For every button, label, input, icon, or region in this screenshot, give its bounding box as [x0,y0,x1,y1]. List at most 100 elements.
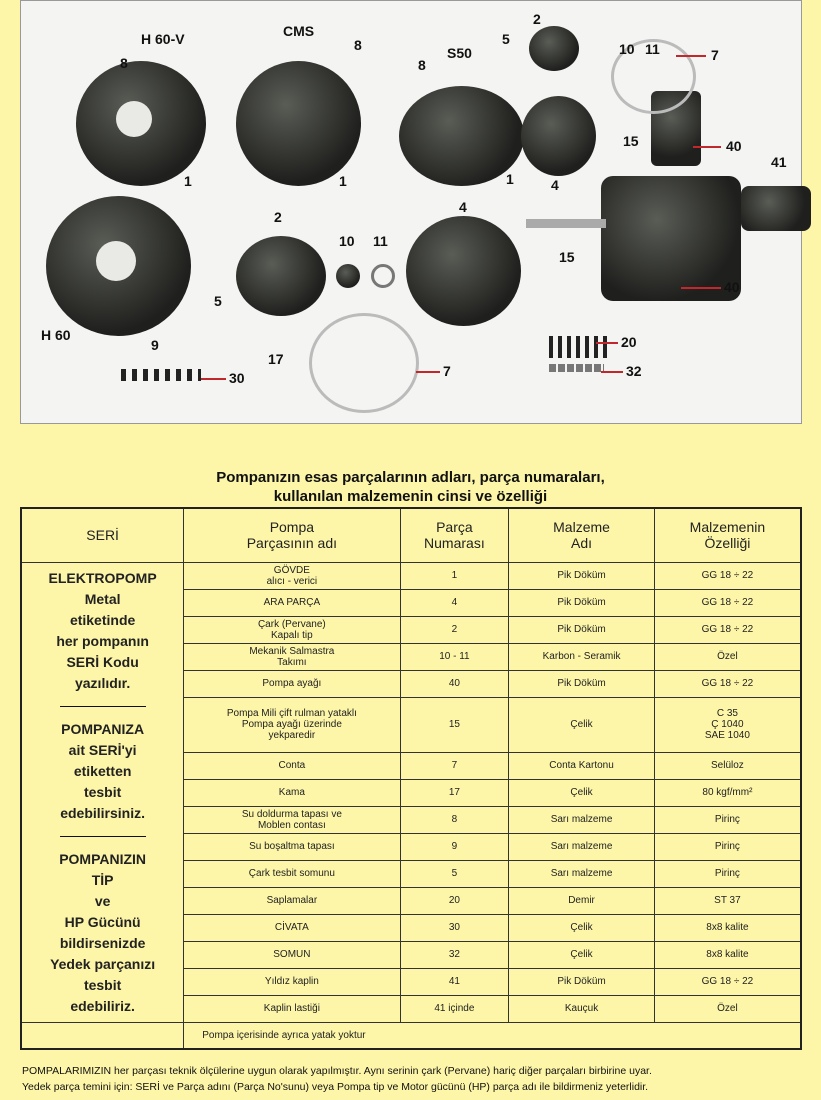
pump-body-s50 [399,86,524,186]
material-name: Conta Kartonu [508,751,655,780]
footer-line-1: POMPALARIMIZIN her parçası teknik ölçüle… [22,1065,652,1077]
seri-text-line: tesbit [83,976,122,993]
part-number-label: 10 [339,233,355,249]
studs [549,336,609,358]
leader-line [601,371,623,373]
material-name: Çelik [508,940,655,969]
material-name: Karbon - Seramik [508,642,655,671]
part-number: 41 [399,967,510,996]
seri-text-line: TİP [91,871,114,888]
part-number-label: 7 [443,363,451,379]
part-number-label: 4 [459,199,467,215]
part-name: Saplamalar [183,886,401,915]
material-spec: C 35 Ç 1040 SAE 1040 [653,696,802,753]
leader-line [416,371,440,373]
empty-cell [20,1021,185,1050]
part-name: Çark tesbit somunu [183,859,401,888]
material-spec: Özel [653,642,802,671]
material-spec: GG 18 ÷ 22 [653,588,802,617]
column-header: Malzemenin Özelliği [653,507,802,563]
leader-line [681,287,721,289]
part-number-label: 1 [506,171,514,187]
column-header: Parça Numarası [399,507,510,563]
gasket-ring [309,313,419,413]
impeller-small [529,26,579,71]
leader-line [693,146,721,148]
part-number-label: 17 [268,351,284,367]
part-number: 15 [399,696,510,753]
seal-ring [336,264,360,288]
part-name: Çark (Pervane) Kapalı tip [183,615,401,644]
material-name: Pik Döküm [508,615,655,644]
seri-text-line: HP Gücünü [64,913,141,930]
part-number: 7 [399,751,510,780]
part-number: 17 [399,778,510,807]
seri-text-line: Metal [84,590,121,607]
part-number: 40 [399,669,510,698]
seri-text-line: edebiliriz. [70,997,135,1014]
material-spec: Selüloz [653,751,802,780]
part-number-label: 8 [418,57,426,73]
divider [59,835,146,837]
material-spec: Pirinç [653,859,802,888]
part-number-label: 40 [726,138,742,154]
material-spec: Pirinç [653,832,802,861]
title-line-1: Pompanızın esas parçalarının adları, par… [216,469,605,486]
material-spec: 80 kgf/mm² [653,778,802,807]
part-number-label: 40 [724,279,740,295]
seri-text-line: Yedek parçanızı [50,955,156,972]
material-spec: Pirinç [653,805,802,834]
column-header: Pompa Parçasının adı [183,507,401,563]
column-header: Malzeme Adı [508,507,655,563]
part-number: 9 [399,832,510,861]
part-number-label: 2 [533,11,541,27]
material-name: Kauçuk [508,994,655,1023]
part-number-label: 32 [626,363,642,379]
part-number: 41 içinde [399,994,510,1023]
footer-notes: POMPALARIMIZIN her parçası teknik ölçüle… [22,1063,652,1095]
part-number: 5 [399,859,510,888]
material-name: Pik Döküm [508,967,655,996]
material-name: Çelik [508,913,655,942]
leader-line [596,342,618,344]
part-number: 8 [399,805,510,834]
seri-text-line: POMPANIZA [61,720,145,737]
part-number-label: 7 [711,47,719,63]
impeller [236,236,326,316]
table-note-row: Pompa içerisinde ayrıca yatak yoktur [20,1021,802,1050]
seri-text-line: etiketinde [69,611,136,628]
table-note: Pompa içerisinde ayrıca yatak yoktur [183,1021,802,1050]
part-number-label: 2 [274,209,282,225]
part-number-label: 1 [339,173,347,189]
material-spec: GG 18 ÷ 22 [653,615,802,644]
part-number-label: 9 [151,337,159,353]
material-spec: GG 18 ÷ 22 [653,967,802,996]
seri-text-line: tesbit [83,783,122,800]
part-number: 2 [399,615,510,644]
material-spec: 8x8 kalite [653,913,802,942]
material-name: Pik Döküm [508,561,655,590]
part-number-label: 11 [373,233,388,249]
table-row: Pompa Mili çift rulman yataklı Pompa aya… [21,696,802,753]
part-number-label: 8 [120,55,128,71]
pump-foot [601,176,741,301]
label-h60v: H 60-V [141,31,185,47]
part-name: Su doldurma tapası ve Moblen contası [183,805,401,834]
seri-text-line: ait SERİ'yi [68,741,137,758]
label-s50: S50 [447,45,472,61]
part-number-label: 5 [502,31,510,47]
part-number-label: 1 [184,173,192,189]
part-number: 1 [399,561,510,590]
part-number-label: 30 [229,370,245,386]
part-number-label: 15 [623,133,639,149]
material-name: Sarı malzeme [508,805,655,834]
part-number-label: 10 [619,41,635,57]
part-name: GÖVDE alıcı - verici [183,561,401,590]
